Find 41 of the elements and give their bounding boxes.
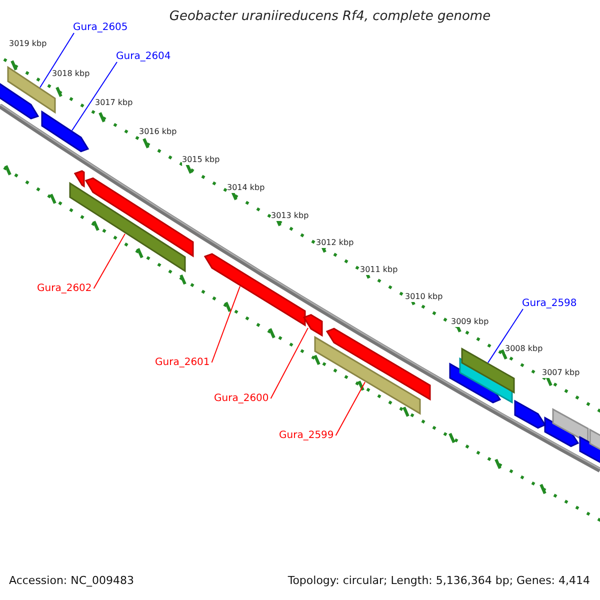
gene-label: Gura_2599 xyxy=(279,430,334,441)
leader-line xyxy=(270,327,308,399)
gene-bar xyxy=(314,336,421,415)
gene-arrow-shape xyxy=(204,253,306,326)
gene-arrow-shape xyxy=(302,314,323,337)
leader-line xyxy=(488,308,524,364)
scale-label: 3007 kbp xyxy=(542,369,580,378)
gene-label: Gura_2605 xyxy=(73,22,128,33)
scale-label: 3016 kbp xyxy=(139,128,177,137)
scale-label: 3018 kbp xyxy=(52,70,90,79)
scale-label: 3015 kbp xyxy=(182,156,220,165)
gene-label: Gura_2604 xyxy=(116,51,171,62)
gene-bar xyxy=(69,182,186,272)
scale-label: 3017 kbp xyxy=(95,99,133,108)
scale-label: 3008 kbp xyxy=(505,345,543,354)
leader-line xyxy=(93,233,126,289)
footer-text: Accession: NC_009483 xyxy=(9,575,134,588)
gene-label: Gura_2598 xyxy=(522,298,577,309)
gene-arrow-shape xyxy=(579,436,600,465)
leader-line xyxy=(335,382,366,436)
gene-label: Gura_2600 xyxy=(214,393,269,404)
leader-line xyxy=(72,62,118,131)
gene-arrow-shape xyxy=(326,328,431,401)
gene-label: Gura_2602 xyxy=(37,283,92,294)
gene-arrow-shape xyxy=(41,110,90,152)
gene-bar xyxy=(552,408,589,444)
scale-label: 3010 kbp xyxy=(405,293,443,302)
diagram-title: Geobacter uraniireducens Rf4, complete genome xyxy=(168,10,492,24)
gene-label: Gura_2601 xyxy=(155,357,210,368)
footer-text: Topology: circular; Length: 5,136,364 bp; Genes: 4,414 xyxy=(288,575,590,588)
scale-label: 3019 kbp xyxy=(9,40,47,49)
gene-arrow-shape xyxy=(514,400,546,429)
scale-label: 3013 kbp xyxy=(271,212,309,221)
scale-label: 3011 kbp xyxy=(360,266,398,275)
scale-label: 3014 kbp xyxy=(227,184,265,193)
scale-label: 3009 kbp xyxy=(451,318,489,327)
scale-label: 3012 kbp xyxy=(316,239,354,248)
gene-arrow-shape xyxy=(74,170,85,188)
gene-arrow-shape xyxy=(84,177,194,258)
leader-line xyxy=(40,32,74,88)
leader-line xyxy=(211,286,240,363)
